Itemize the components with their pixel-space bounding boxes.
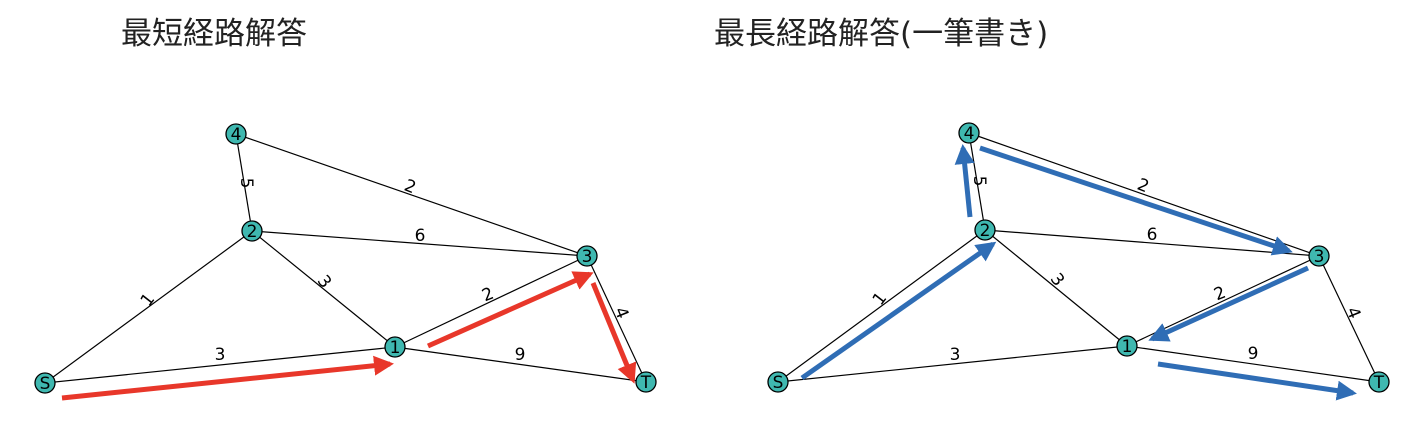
node-label: 4 [231, 125, 242, 145]
node-label: S [773, 373, 784, 393]
node-S: S [767, 371, 789, 393]
node-3: 3 [1308, 245, 1330, 267]
node-circle [384, 336, 406, 358]
node-label: 1 [1122, 337, 1133, 357]
edge-4-3 [968, 132, 1320, 257]
edge-weight-label: 1 [869, 289, 891, 310]
edge-weight-label: 6 [415, 226, 426, 246]
node-label: 4 [964, 124, 975, 144]
edge-weight-label: 4 [1342, 304, 1365, 322]
edge-weight-label: 4 [610, 304, 633, 322]
node-label: T [1373, 373, 1385, 393]
edge-2-4 [235, 133, 253, 232]
path-arrow-1-to-3 [426, 271, 594, 349]
edge-2-3 [984, 229, 1320, 257]
node-T: T [1368, 371, 1390, 393]
edge-weight-label: 3 [215, 345, 226, 365]
node-circle [1116, 335, 1138, 357]
node-circle [241, 220, 263, 242]
path-arrow-1-to-T [1157, 361, 1357, 401]
node-circle [1368, 371, 1390, 393]
edge-2-1 [251, 230, 396, 348]
edge-weight-label: 3 [950, 345, 961, 365]
node-2: 2 [241, 220, 263, 242]
edge-weight-label: 5 [969, 176, 989, 187]
edge-weight-label: 9 [1248, 344, 1259, 364]
node-3: 3 [576, 245, 598, 267]
node-S: S [34, 372, 56, 394]
path-arrow-2-to-4 [954, 144, 975, 218]
edge-weight-label: 2 [401, 176, 419, 199]
node-circle [34, 372, 56, 394]
edge-1-3 [394, 255, 588, 348]
longest-path-graph: 1 3 5 6 3 2 2 9 4S 1 2 3 4T [767, 122, 1390, 401]
node-circle [767, 371, 789, 393]
edge-S-1 [44, 346, 396, 384]
node-circle [576, 245, 598, 267]
edge-weight-label: 3 [1046, 270, 1068, 291]
path-arrow-3-to-1 [1148, 265, 1310, 342]
node-label: S [40, 374, 51, 394]
node-circle [958, 122, 980, 144]
edge-weight-label: 2 [1211, 283, 1229, 306]
shortest-path-title: 最短経路解答 [121, 16, 307, 52]
node-label: 1 [390, 338, 401, 358]
node-circle [635, 371, 657, 393]
edge-weight-label: 1 [137, 290, 159, 311]
edge-weight-label: 9 [515, 345, 526, 365]
node-1: 1 [1116, 335, 1138, 357]
path-arrow-4-to-3 [979, 145, 1293, 256]
node-label: 2 [247, 222, 258, 242]
edge-1-T [394, 346, 647, 383]
node-label: 3 [582, 247, 593, 267]
path-arrow-S-to-2 [800, 241, 997, 381]
node-1: 1 [384, 336, 406, 358]
edge-S-1 [777, 345, 1128, 383]
edge-S-2 [777, 229, 986, 383]
node-circle [974, 219, 996, 241]
node-4: 4 [225, 123, 247, 145]
edge-2-3 [251, 230, 588, 257]
node-circle [225, 123, 247, 145]
longest-path-title: 最長経路解答(一筆書き) [714, 16, 1049, 52]
edge-weight-label: 6 [1147, 225, 1158, 245]
node-circle [1308, 245, 1330, 267]
edge-weight-label: 2 [1134, 175, 1152, 198]
edge-1-T [1126, 345, 1380, 383]
edge-weight-label: 2 [479, 284, 497, 307]
edge-2-1 [984, 229, 1128, 347]
node-label: T [640, 373, 652, 393]
node-label: 3 [1314, 247, 1325, 267]
edge-3-T [586, 255, 647, 383]
node-label: 2 [980, 221, 991, 241]
edge-4-3 [235, 133, 588, 257]
edge-S-2 [44, 230, 253, 384]
node-2: 2 [974, 219, 996, 241]
node-T: T [635, 371, 657, 393]
node-4: 4 [958, 122, 980, 144]
edge-weight-label: 5 [236, 178, 256, 189]
path-arrow-3-to-T [590, 282, 637, 384]
edge-3-T [1318, 255, 1380, 383]
path-arrow-S-to-1 [61, 355, 394, 401]
